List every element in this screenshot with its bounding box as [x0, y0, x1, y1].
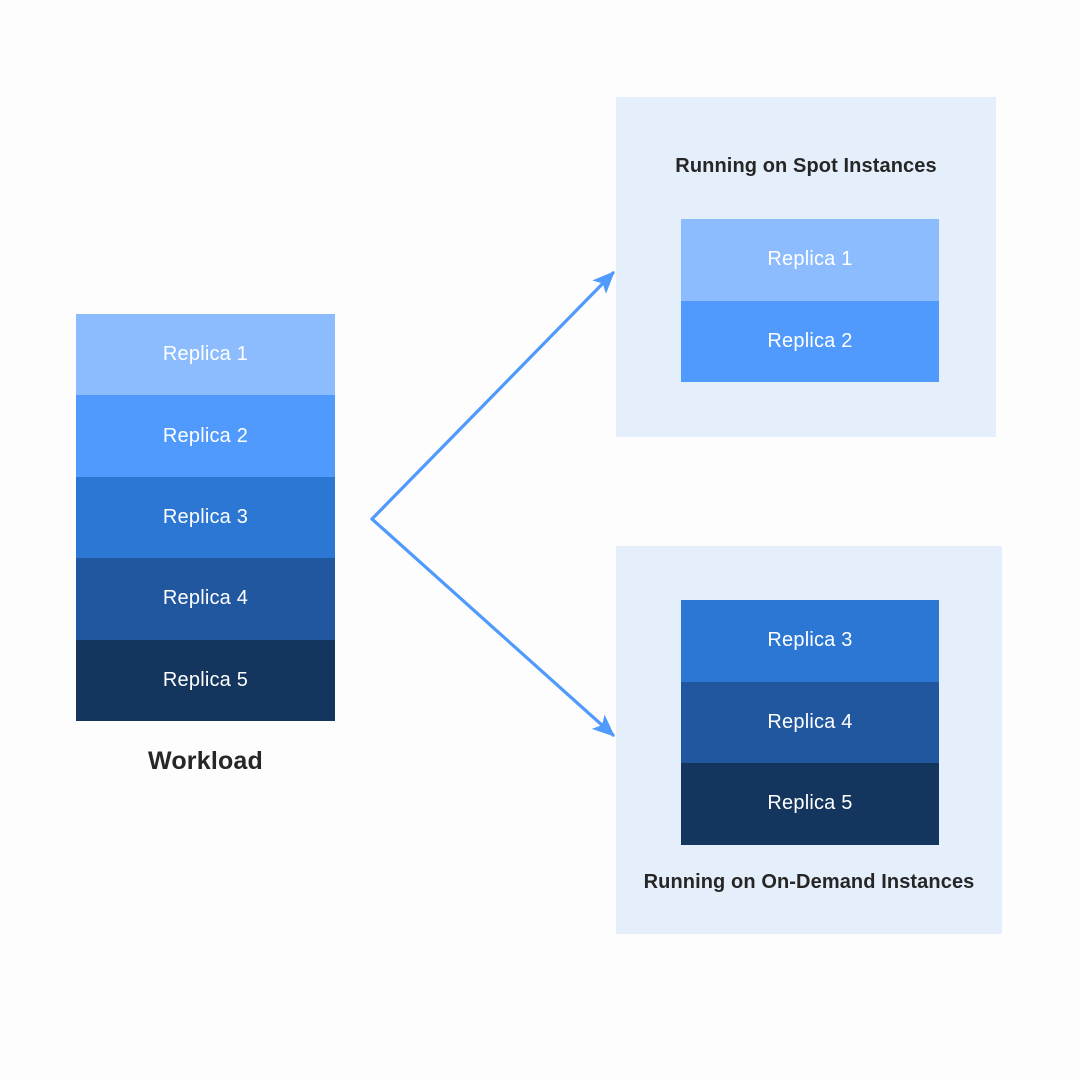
workload-replica-3[interactable]: Replica 3 [76, 476, 335, 559]
spot-replica-2[interactable]: Replica 2 [681, 300, 939, 383]
workload-replica-4[interactable]: Replica 4 [76, 558, 335, 640]
on-demand-replica-4[interactable]: Replica 4 [681, 681, 939, 764]
on-demand-replica-3-label: Replica 3 [767, 629, 853, 652]
workload-replica-5-label: Replica 5 [162, 668, 249, 691]
workload-caption: Workload [147, 746, 264, 775]
workload-replica-1-label: Replica 1 [162, 343, 249, 366]
workload-replica-5[interactable]: Replica 5 [76, 639, 335, 721]
workload-replica-2[interactable]: Replica 2 [76, 395, 335, 477]
spot-replica-2-label: Replica 2 [767, 329, 853, 352]
arrow-to-on-demand-instances [370, 517, 615, 737]
on-demand-replica-3[interactable]: Replica 3 [681, 600, 939, 682]
on-demand-replica-5[interactable]: Replica 5 [681, 763, 939, 845]
workload-replica-2-label: Replica 2 [162, 424, 249, 447]
on-demand-replica-4-label: Replica 4 [767, 710, 853, 733]
spot-replica-1[interactable]: Replica 1 [681, 219, 939, 301]
workload-replica-4-label: Replica 4 [162, 587, 249, 610]
on-demand-instances-title: Running on On-Demand Instances [643, 871, 975, 893]
spot-replica-1-label: Replica 1 [767, 248, 853, 271]
arrow-to-spot-instances [370, 271, 615, 521]
workload-replica-1[interactable]: Replica 1 [76, 314, 335, 396]
spot-instances-title: Running on Spot Instances [675, 155, 937, 177]
workload-group: Replica 1 Replica 2 Replica 3 Replica 4 … [76, 314, 335, 776]
on-demand-replica-stack: Replica 3 Replica 4 Replica 5 [681, 600, 939, 845]
on-demand-replica-5-label: Replica 5 [767, 792, 853, 815]
workload-replica-stack: Replica 1 Replica 2 Replica 3 Replica 4 … [76, 314, 335, 721]
workload-replica-3-label: Replica 3 [162, 505, 249, 528]
spot-replica-stack: Replica 1 Replica 2 [681, 219, 939, 383]
